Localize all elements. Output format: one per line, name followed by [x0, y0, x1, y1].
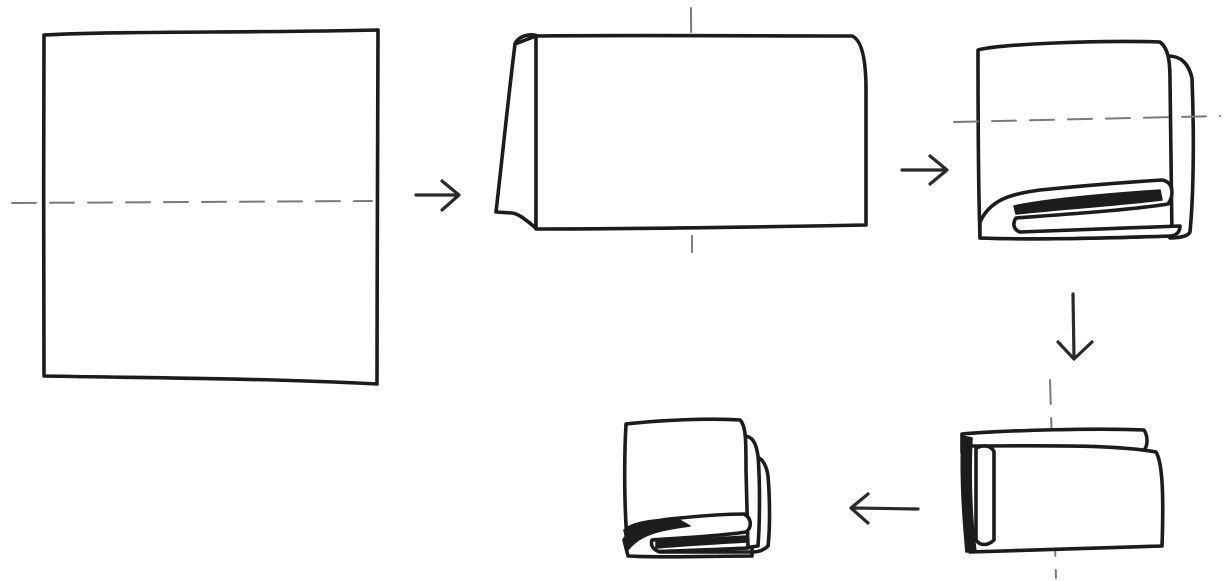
arrow-right-2	[900, 154, 949, 186]
arrow-down	[1056, 292, 1094, 361]
arrow-left	[849, 492, 920, 525]
step-1-square-napkin	[11, 28, 380, 386]
step-3-back-layer	[1166, 54, 1196, 240]
step-3-roll-shadow	[1013, 189, 1163, 215]
step-3-quarter-folded	[953, 39, 1221, 241]
step-5-roll-shadow-2	[655, 535, 747, 549]
step-4-inner-fold	[974, 444, 996, 547]
step-5-roll-shadow	[623, 517, 691, 551]
step-3-fold-line	[953, 115, 1221, 123]
step-2-napkin-outline	[534, 33, 868, 231]
step-1-napkin-outline	[41, 28, 380, 386]
step-1-fold-line	[11, 200, 373, 204]
arrow-right-1	[414, 179, 461, 212]
step-4-folded-again	[960, 379, 1165, 579]
step-2-half-folded	[494, 7, 868, 253]
step-2-back-flap	[494, 33, 540, 230]
step-5-final-folded	[622, 417, 772, 559]
step-4-left-edge-layers	[960, 435, 977, 553]
